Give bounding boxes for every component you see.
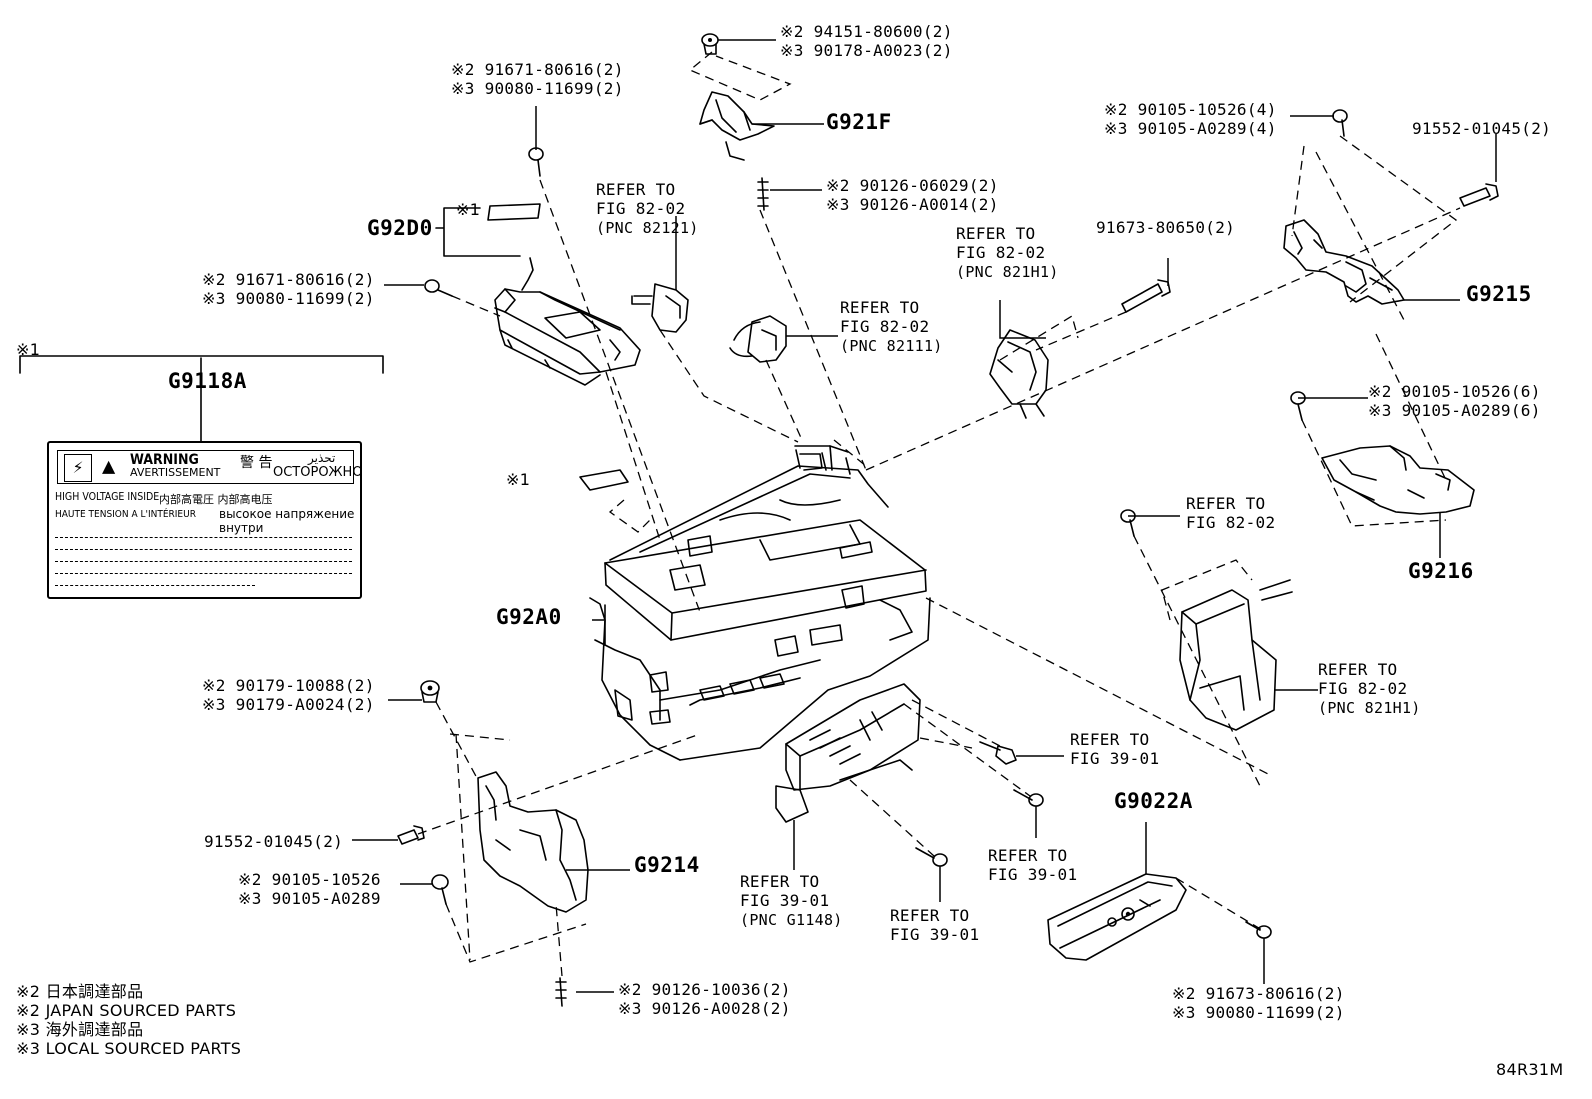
marker-1-assembly: ※1 [506,470,531,489]
code-g92d0: G92D0 [367,216,433,240]
ecu-821h1 [1179,579,1293,731]
bolt-92d0-top [528,147,544,177]
bolt-92d0-left [424,279,453,297]
refer-821h1-center: REFER TO FIG 82-02 (PNC 821H1) [956,224,1059,281]
haute-tension-text: HAUTE TENSION A L'INTÉRIEUR [55,509,196,520]
refer-g1148: REFER TO FIG 39-01 (PNC G1148) [740,872,843,929]
callout-bolt-9216: ※2 90105-10526(6) ※3 90105-A0289(6) [1368,382,1541,420]
bolt-91552-right [1459,183,1499,207]
bolt-91673 [1121,279,1171,313]
module-g1148 [775,683,921,823]
label-sheet [579,469,629,491]
g9216-mount [1321,445,1475,515]
bolt-3901-c [915,847,948,867]
refer-3901-c: REFER TO FIG 39-01 [890,906,980,944]
bolt-9214-top [420,680,440,703]
callout-bolt-9214-low: ※2 90105-10526 ※3 90105-A0289 [238,870,381,908]
g921f-bracket [699,91,775,161]
bolt-9216 [1290,391,1306,421]
bolt-3901-b [1013,789,1044,807]
callout-bolt-92d0-top: ※2 91671-80616(2) ※3 90080-11699(2) [451,60,624,98]
warning-label: ⚡ ▲ WARNING AVERTISSEMENT 警 告 ОСТОРОЖНО … [47,441,363,599]
warning-triangle-icon: ▲ [102,454,116,479]
callout-top-bolt: ※2 94151-80600(2) ※3 90178-A0023(2) [780,22,953,60]
bolt-91552-left [397,825,425,845]
callout-bolt-9214-mid: 91552-01045(2) [204,832,344,851]
code-g9215: G9215 [1466,282,1532,306]
jp-warning-text: 警 告 [240,455,273,471]
callout-bolt-9214-top: ※2 90179-10088(2) ※3 90179-A0024(2) [202,676,375,714]
legend-notes: ※2 日本調達部品 ※2 JAPAN SOURCED PARTS ※3 海外調達… [16,982,242,1058]
g92d0-cover [494,257,641,386]
refer-82111: REFER TO FIG 82-02 (PNC 82111) [840,298,943,355]
connector-82121 [631,283,689,333]
avertissement-text: AVERTISSEMENT [130,466,221,479]
callout-bolt-9022a: ※2 91673-80616(2) ※3 90080-11699(2) [1172,984,1345,1022]
warning-label-header: ⚡ ▲ WARNING AVERTISSEMENT 警 告 ОСТОРОЖНО … [57,450,363,484]
sensor-821h1 [989,329,1049,419]
ru-warning-text: ОСТОРОЖНО [273,465,363,480]
code-g9216: G9216 [1408,559,1474,583]
refer-3901-a: REFER TO FIG 39-01 [1070,730,1160,768]
callout-stud-bottom: ※2 90126-10036(2) ※3 90126-A0028(2) [618,980,791,1018]
marker-1-sheet: ※1 [456,200,481,219]
inverter-assembly [589,445,931,761]
label-dash-line [55,585,255,586]
bolt-9022a [1245,921,1272,939]
label-dash-line [55,561,352,562]
code-g9214: G9214 [634,853,700,877]
detail-marks [427,38,1131,917]
refer-821h1-ecu: REFER TO FIG 82-02 (PNC 821H1) [1318,660,1421,717]
refer-3901-b: REFER TO FIG 39-01 [988,846,1078,884]
code-g92a0: G92A0 [496,605,562,629]
bolt-9215-top [1332,109,1348,137]
sensor-82111 [729,315,787,363]
callout-bolt-9215-top: ※2 90105-10526(4) ※3 90105-A0289(4) [1104,100,1277,138]
bolt-ecu [1120,509,1136,537]
g92d0-leader [435,207,521,257]
stud-top [757,177,769,211]
bolt-9214-low [431,874,449,905]
label-dash-line [55,537,352,538]
callout-stud-top: ※2 90126-06029(2) ※3 90126-A0014(2) [826,176,999,214]
top-bolt [701,33,719,55]
callout-bolt-92d0-left: ※2 91671-80616(2) ※3 90080-11699(2) [202,270,375,308]
high-voltage-text: HIGH VOLTAGE INSIDE [55,491,160,503]
callout-bolt-9215-right: 91552-01045(2) [1412,119,1552,138]
ru-high-voltage-text: высокое напряжение внутри [219,507,355,535]
diagram-code: 84R31M [1496,1060,1564,1079]
refer-82121: REFER TO FIG 82-02 (PNC 82121) [596,180,699,237]
g9215-mount [1283,219,1405,305]
g9022a-plate [1047,873,1187,961]
label-dash-line [55,573,352,574]
g92d0-label-sheet [487,203,541,221]
label-dash-line [55,549,352,550]
code-g9022a: G9022A [1114,789,1193,813]
warning-text: WARNING [130,452,199,468]
leader-lines [352,39,1497,993]
marker-1-label: ※1 [16,340,41,359]
code-g9118a: G9118A [168,369,247,393]
ar-warning-text: تحذير [308,451,336,465]
label-bracket [19,355,384,442]
callout-bolt-mid: 91673-80650(2) [1096,218,1236,237]
stud-bottom [555,977,567,1007]
bolt-3901-a [979,741,1017,765]
dashed-lines [417,51,1461,977]
refer-8202-ecu-bolt: REFER TO FIG 82-02 [1186,494,1276,532]
jp-high-voltage-text: 内部高電圧 内部高电压 [159,493,273,506]
code-g921f: G921F [826,110,892,134]
high-voltage-icon: ⚡ [64,454,92,482]
